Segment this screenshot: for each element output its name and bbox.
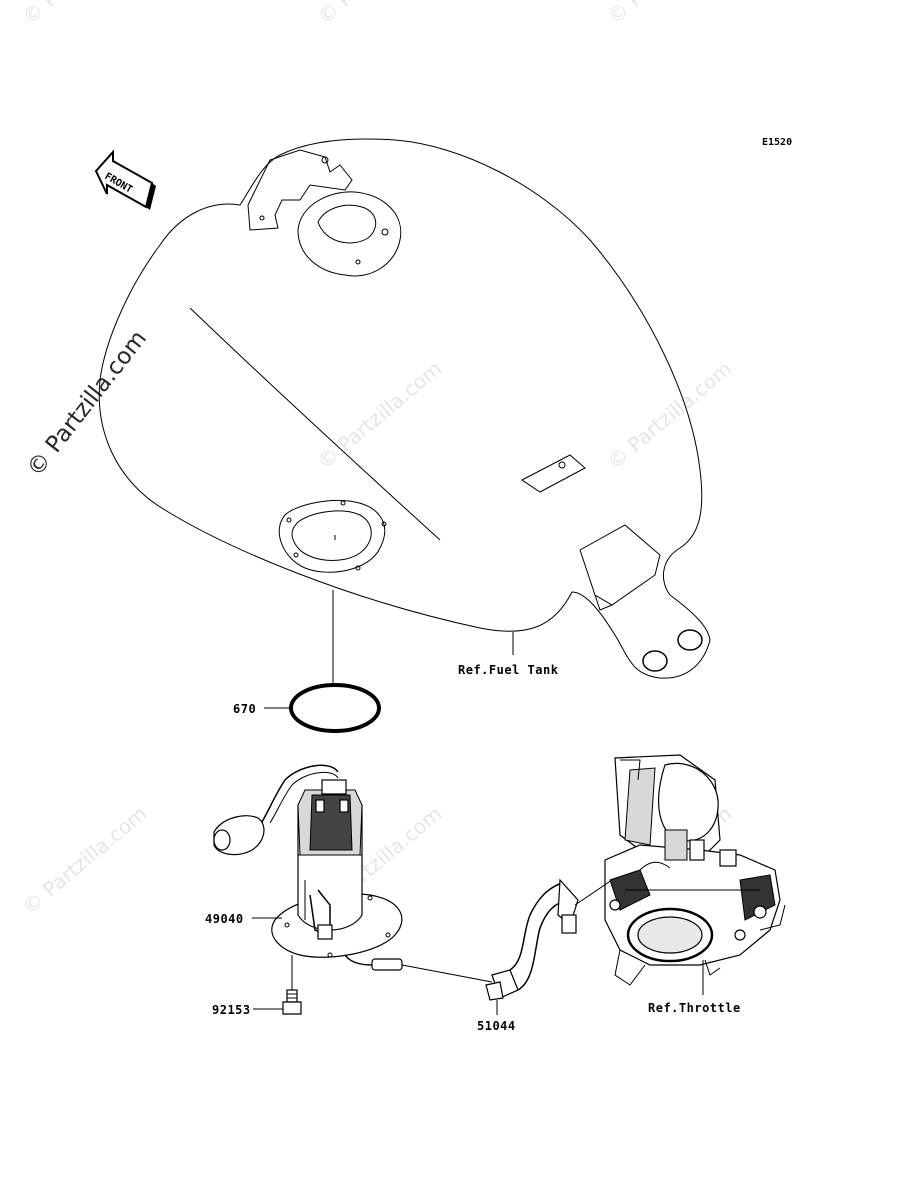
watermark: © Partzilla.com [603, 0, 737, 29]
bolt-92153 [253, 955, 302, 1015]
fuel-hose-51044 [401, 878, 579, 1015]
fuel-tank-drawing [98, 138, 711, 679]
part-number-92153: 92153 [212, 1003, 251, 1017]
throttle-body-drawing [604, 754, 786, 986]
fuel-pump-49040 [213, 764, 403, 971]
part-number-51044: 51044 [477, 1019, 516, 1033]
o-ring-670 [264, 590, 381, 733]
diagram-code: E1520 [762, 137, 792, 148]
watermark: © Partzilla.com [313, 356, 447, 474]
part-number-49040: 49040 [205, 912, 244, 926]
part-number-670: 670 [233, 702, 256, 716]
watermark: © Partzilla.com [603, 356, 737, 474]
ref-fuel-tank-label: Ref.Fuel Tank [458, 663, 559, 677]
ref-throttle-label: Ref.Throttle [648, 1001, 741, 1015]
watermark-large: © Partzilla.com [22, 326, 152, 482]
watermark: © Partzilla.com [18, 801, 152, 919]
watermark: © Partzilla.com [313, 0, 447, 29]
watermark: © Partzilla.com [18, 0, 152, 29]
front-arrow-icon: FRONT [94, 149, 156, 210]
